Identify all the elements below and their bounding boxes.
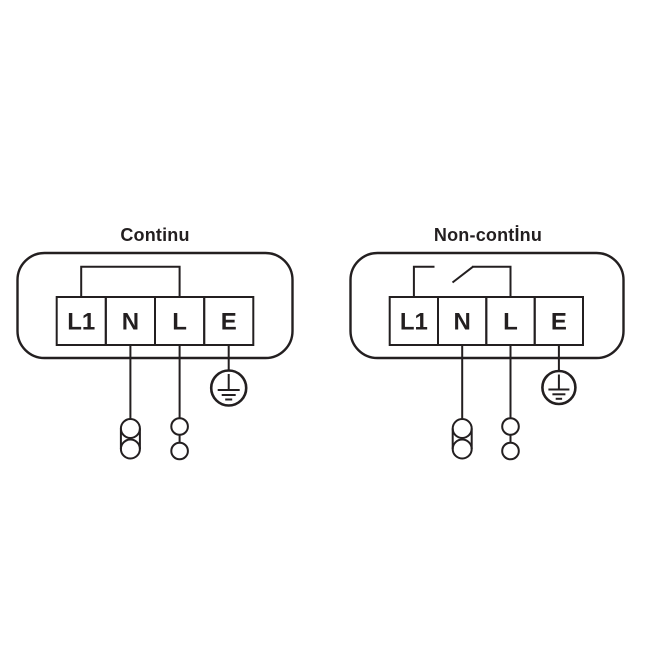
earth-ground-icon [209,345,248,407]
diagram-continu: Continu [15,222,295,470]
diagram-continu-drawing: L1 N L E [16,251,294,461]
line-wire-connector-icon [170,345,189,461]
connector-ring [119,418,141,439]
continu-linework [16,251,294,461]
terminal-label-e: E [551,309,567,336]
connector-ring [451,438,473,460]
terminal-label-e: E [221,309,237,336]
jumper-wire-closed-icon [80,265,181,297]
terminal-labels: L1 N L E [67,309,237,336]
diagram-continu-title: Continu [120,225,190,245]
diagram-non-continu-title: Non-contİnu [433,225,543,245]
neutral-wire-connector-icon [119,345,141,460]
neutral-wire-connector-icon [451,345,473,460]
terminal-label-n: N [454,309,471,336]
connector-ring [119,438,141,460]
earth-circle [209,369,248,407]
device-outline [349,251,625,360]
device-outline [16,251,294,360]
line-wire-connector-icon [501,345,520,461]
earth-circle [541,369,577,406]
connector-ring [170,441,189,461]
switch-fixed-contact [412,265,435,297]
terminal-label-n: N [122,309,139,336]
terminal-label-l: L [503,309,518,336]
connector-ring [501,441,520,461]
switch-output-wire [472,265,512,297]
diagram-non-continu-drawing: L1 N L E [349,251,625,461]
terminal-labels: L1 N L E [400,309,567,336]
connector-ring [501,417,520,436]
diagram-non-continu: Non-contİnu [348,222,628,470]
terminal-label-l: L [172,309,187,336]
terminal-label-l1: L1 [400,309,428,336]
connector-ring [451,418,473,439]
earth-ground-icon [541,345,577,406]
terminal-label-l1: L1 [67,309,95,336]
jumper-wire-switch-icon [412,265,512,297]
switch-blade [451,265,474,284]
non-continu-linework [349,251,625,461]
connector-ring [170,417,189,436]
